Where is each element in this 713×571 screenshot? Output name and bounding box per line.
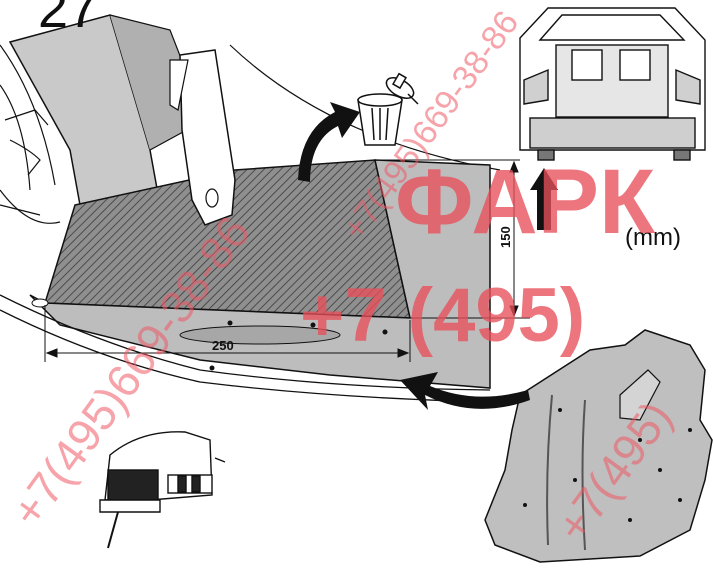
dimension-lines xyxy=(44,159,530,362)
watermark-brand: ФАРК xyxy=(395,151,656,253)
step-number: 27 xyxy=(38,0,99,39)
watermark-phone-big: +7 (495) xyxy=(300,273,586,358)
trash-can-icon xyxy=(357,93,403,146)
car-rear-view xyxy=(519,7,706,161)
dimension-height-label: 150 xyxy=(498,226,513,248)
up-arrow-icon xyxy=(530,168,558,230)
undercover-panel xyxy=(29,159,491,389)
jigsaw-icon xyxy=(99,431,226,549)
plug-clip-icon xyxy=(385,72,419,105)
curved-arrow-left-icon xyxy=(400,372,530,410)
bumper-bracket xyxy=(179,49,236,226)
unit-label: (mm) xyxy=(625,224,681,251)
dimension-width-label: 250 xyxy=(212,338,234,353)
curved-arrow-icon xyxy=(298,102,360,182)
